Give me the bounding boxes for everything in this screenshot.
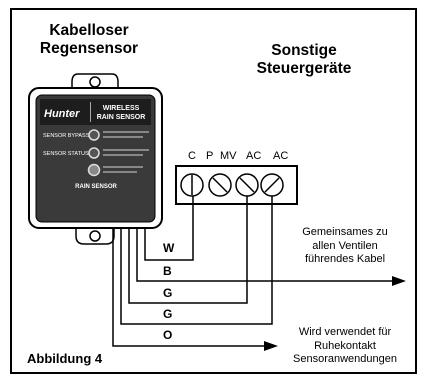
bypass-push-button <box>87 163 101 177</box>
controller-title: Sonstige Steuergeräte <box>238 42 370 78</box>
product-line-2: RAIN SENSOR <box>97 114 146 121</box>
terminal-label-mv: MV <box>220 150 237 162</box>
terminal-mv <box>235 173 259 197</box>
terminal-strip <box>175 165 298 205</box>
common-wire-note-line-1: Gemeinsames zu <box>302 226 388 238</box>
common-wire-note: Gemeinsames zu allen Ventilen führendes … <box>282 226 408 267</box>
bypass-led <box>88 129 100 141</box>
product-line-1: WIRELESS <box>103 105 140 112</box>
terminal-label-ac-1: AC <box>246 150 262 162</box>
wire-label-g-1: G <box>163 286 173 300</box>
contact-note: Wird verwendet für Ruhekontakt Sensoranw… <box>279 326 411 367</box>
wire-g-1 <box>128 196 248 304</box>
terminal-label-ac-2: AC <box>273 150 289 162</box>
hunter-logo: Hunter <box>44 108 80 120</box>
rain-sensor-title-line-1: Kabelloser <box>49 22 129 39</box>
controller-title-line-1: Sonstige <box>271 42 337 59</box>
arrow-common <box>392 276 406 286</box>
terminal-label-c: C <box>188 150 196 162</box>
rain-sensor-title: Kabelloser Regensensor <box>28 22 150 58</box>
device-footer-label: RAIN SENSOR <box>75 184 117 190</box>
common-wire-note-line-3: führendes Kabel <box>304 253 386 265</box>
contact-note-line-3: Sensoranwendungen <box>293 353 397 365</box>
wire-b <box>136 228 393 282</box>
sensor-status-label: SENSOR STATUS <box>43 151 89 157</box>
figure-label: Abbildung 4 <box>27 351 103 366</box>
arrow-contact <box>264 341 278 351</box>
rain-sensor-title-line-2: Regensensor <box>39 40 139 57</box>
terminal-ac-1 <box>260 173 284 197</box>
wire-w <box>144 196 194 261</box>
bottom-mount-hole <box>89 230 101 242</box>
wire-label-g-2: G <box>163 307 173 321</box>
terminal-label-p: P <box>206 150 214 162</box>
contact-note-line-1: Wird verwendet für <box>298 326 392 338</box>
wire-label-w: W <box>163 241 175 255</box>
sensor-bypass-label: SENSOR BYPASS <box>43 133 90 139</box>
wire-label-b: B <box>163 264 172 278</box>
contact-note-line-2: Ruhekontakt <box>314 339 376 352</box>
common-wire-note-line-2: allen Ventilen <box>312 239 378 252</box>
controller-title-line-2: Steuergeräte <box>256 60 352 77</box>
terminal-p <box>208 173 232 197</box>
status-led <box>88 147 100 159</box>
rain-sensor-device: Hunter WIRELESS RAIN SENSOR SENSOR BYPAS… <box>28 73 163 245</box>
wire-label-o: O <box>163 328 173 342</box>
wire-g-2 <box>120 196 273 325</box>
top-mount-hole <box>89 76 101 88</box>
terminal-c <box>180 173 204 197</box>
wires <box>112 196 393 347</box>
wire-o <box>112 228 266 347</box>
